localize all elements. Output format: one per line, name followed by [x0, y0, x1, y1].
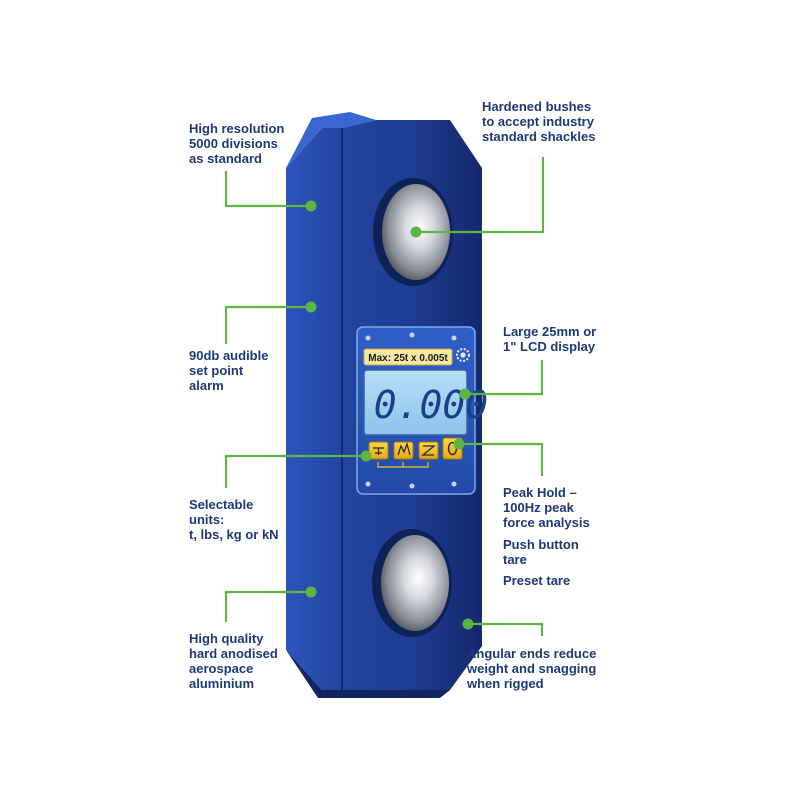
tare-button[interactable]: [418, 441, 439, 460]
callout-line: Preset tare: [503, 573, 571, 588]
display-panel: Max: 25t x 0.005t 0.000: [356, 326, 488, 495]
body-side-face: [286, 128, 342, 690]
callout-line: standard shackles: [482, 129, 596, 144]
callout-line: 100Hz peak: [503, 500, 574, 515]
leader-resolution: [224, 171, 311, 208]
callout-line: tare: [503, 552, 527, 567]
callout-units: Selectable units: t, lbs, kg or kN: [189, 497, 279, 542]
callout-line: weight and snagging: [467, 661, 597, 676]
callout-alarm: 90db audible set point alarm: [189, 348, 268, 393]
callout-line: 90db audible: [189, 348, 269, 363]
callout-lcd: Large 25mm or 1" LCD display: [503, 324, 596, 354]
callout-line: Peak Hold –: [503, 485, 577, 500]
callout-line: High resolution: [189, 121, 285, 136]
leader-peak: [459, 442, 544, 476]
peak-hold-icon: [397, 441, 411, 456]
callout-line: aluminium: [189, 676, 255, 691]
callout-line: alarm: [189, 378, 224, 393]
units-icon: [373, 447, 384, 455]
callout-line: Angular ends reduce: [467, 646, 597, 661]
leader-bushes: [416, 157, 545, 234]
callout-line: aerospace: [189, 661, 254, 676]
callout-resolution: High resolution 5000 divisions as standa…: [189, 121, 284, 166]
leader-units: [224, 454, 366, 488]
leader-angular: [468, 622, 544, 636]
callout-bushes: Hardened bushes to accept industry stand…: [482, 99, 595, 144]
callout-tare-preset: Preset tare: [503, 573, 570, 588]
callout-line: t, lbs, kg or kN: [189, 527, 279, 542]
callout-line: 1" LCD display: [503, 339, 596, 354]
callout-line: to accept industry: [482, 114, 594, 129]
bottom-chamfer: [286, 650, 450, 698]
callout-line: 5000 divisions: [189, 136, 278, 151]
callout-line: Large 25mm or: [503, 324, 597, 339]
lcd-screen: [363, 369, 468, 436]
max-capacity-label: Max: 25t x 0.005t: [368, 353, 448, 364]
leader-lines: [224, 157, 545, 636]
lower-shackle-bore: [372, 529, 452, 637]
callout-peak: Peak Hold – 100Hz peak force analysis: [503, 485, 590, 530]
callout-line: Selectable: [189, 497, 254, 512]
callout-line: as standard: [189, 151, 262, 166]
gear-icon: [456, 348, 470, 362]
callout-aluminium: High quality hard anodised aerospace alu…: [189, 631, 278, 691]
peak-hold-button[interactable]: [393, 441, 414, 460]
callout-line: High quality: [189, 631, 264, 646]
max-capacity-plate: [363, 348, 453, 366]
top-chamfer: [286, 112, 376, 168]
callout-line: force analysis: [503, 515, 590, 530]
lcd-reading: 0.000: [374, 383, 488, 427]
leader-aluminium: [224, 590, 311, 622]
callout-line: Hardened bushes: [482, 99, 592, 114]
leader-endpoints: [305, 200, 474, 630]
callout-line: hard anodised: [189, 646, 278, 661]
callout-tare-push: Push button tare: [503, 537, 579, 567]
callout-line: Push button: [503, 537, 579, 552]
callout-line: when rigged: [467, 676, 544, 691]
leader-alarm: [224, 305, 311, 344]
callout-angular: Angular ends reduce weight and snagging …: [467, 646, 596, 691]
units-button[interactable]: [368, 441, 389, 460]
tare-icon: [421, 445, 436, 456]
leader-lcd: [465, 360, 544, 396]
callout-line: units:: [189, 512, 225, 527]
callout-line: set point: [189, 363, 244, 378]
